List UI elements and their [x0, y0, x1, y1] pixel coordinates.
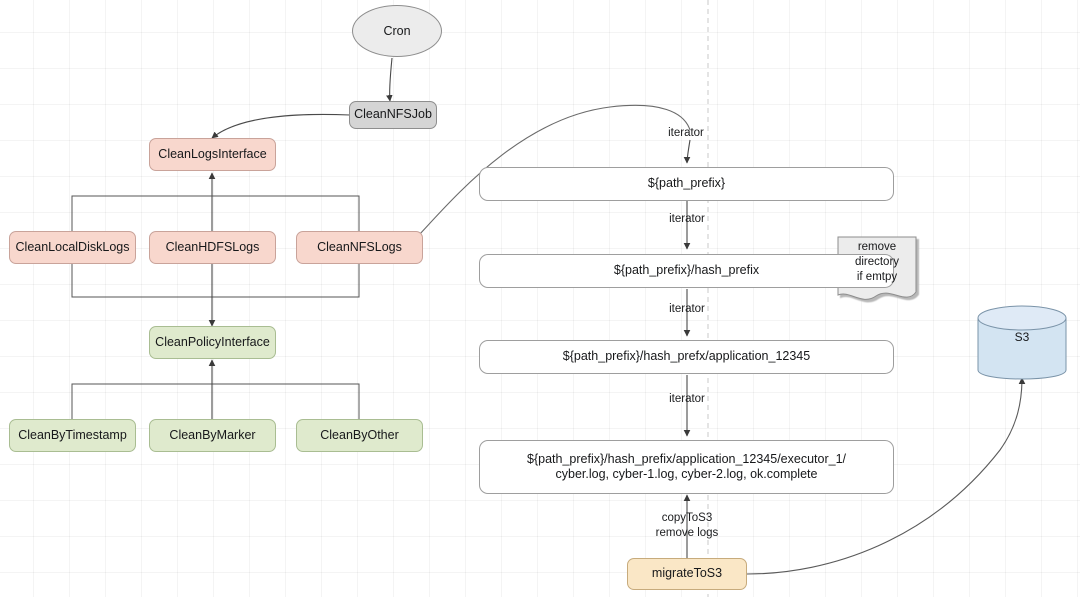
note-remove-directory-text: remove directory if emtpy	[854, 241, 900, 284]
edge-logs-tree-connector	[71, 195, 360, 231]
node-cleanpolicyinterface-label: CleanPolicyInterface	[155, 334, 270, 349]
node-cleanlogsinterface[interactable]: CleanLogsInterface	[149, 138, 276, 171]
node-path-prefix-application[interactable]: ${path_prefix}/hash_prefx/application_12…	[479, 340, 894, 374]
edge-label-iterator-2: iterator	[669, 213, 705, 225]
edge-label-copytos3: copyToS3 remove logs	[655, 512, 719, 539]
node-path-prefix-application-label: ${path_prefix}/hash_prefx/application_12…	[562, 349, 811, 364]
edge-policy-children-connector	[71, 383, 360, 419]
node-cleanhdfslogs[interactable]: CleanHDFSLogs	[149, 231, 276, 264]
node-cleanbymarker[interactable]: CleanByMarker	[149, 419, 276, 452]
node-migratetos3-label: migrateToS3	[651, 566, 723, 581]
edge-cron-to-cleannfsjob	[386, 57, 393, 102]
node-cleanlogsinterface-label: CleanLogsInterface	[158, 146, 267, 161]
node-cleannfslogs[interactable]: CleanNFSLogs	[296, 231, 423, 264]
node-s3-label: S3	[1014, 330, 1030, 344]
node-path-prefix-files[interactable]: ${path_prefix}/hash_prefix/application_1…	[479, 440, 894, 494]
node-path-prefix-hash[interactable]: ${path_prefix}/hash_prefix	[479, 254, 894, 288]
edge-label-iterator-1: iterator	[668, 127, 704, 139]
node-path-prefix[interactable]: ${path_prefix}	[479, 167, 894, 201]
edge-label-iterator-4: iterator	[669, 393, 705, 405]
node-cleanbytimestamp[interactable]: CleanByTimestamp	[9, 419, 136, 452]
edge-iterator-1	[683, 139, 691, 164]
node-path-prefix-hash-label: ${path_prefix}/hash_prefix	[613, 263, 760, 278]
node-cleanpolicyinterface[interactable]: CleanPolicyInterface	[149, 326, 276, 359]
node-cleanbytimestamp-label: CleanByTimestamp	[18, 427, 127, 442]
node-cleannfsjob-label: CleanNFSJob	[354, 107, 432, 122]
node-cleanlocaldisklogs-label: CleanLocalDiskLogs	[15, 239, 130, 254]
node-cleannfsjob[interactable]: CleanNFSJob	[349, 101, 437, 129]
node-cleanbyother-label: CleanByOther	[320, 427, 399, 442]
node-path-prefix-label: ${path_prefix}	[647, 176, 726, 191]
node-path-prefix-files-label: ${path_prefix}/hash_prefix/application_1…	[527, 451, 846, 481]
node-cron-label: Cron	[383, 24, 411, 38]
edge-logs-to-policy-connector	[71, 264, 360, 298]
node-cleanbyother[interactable]: CleanByOther	[296, 419, 423, 452]
node-cleanlocaldisklogs[interactable]: CleanLocalDiskLogs	[9, 231, 136, 264]
node-cleanhdfslogs-label: CleanHDFSLogs	[165, 239, 260, 254]
edge-label-iterator-3: iterator	[669, 303, 705, 315]
node-migratetos3[interactable]: migrateToS3	[627, 558, 747, 590]
node-s3-label-wrap: S3	[978, 330, 1066, 344]
node-cleannfslogs-label: CleanNFSLogs	[317, 239, 402, 254]
node-cron[interactable]: Cron	[352, 5, 442, 57]
edge-cleannfsjob-to-cleanlogsinterface	[211, 113, 351, 139]
node-cleanbymarker-label: CleanByMarker	[169, 427, 256, 442]
